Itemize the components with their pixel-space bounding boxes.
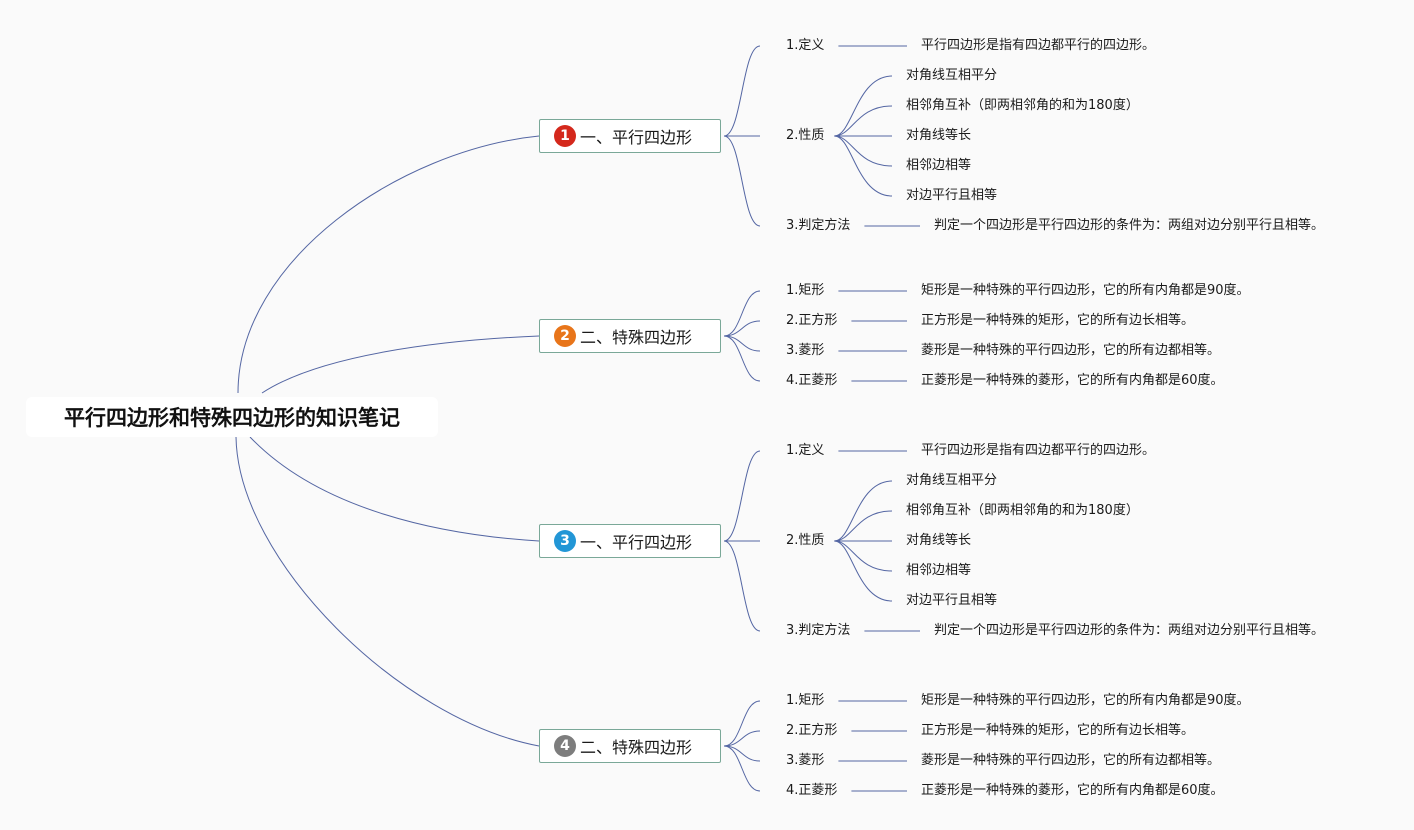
subtopic-label[interactable]: 3.菱形 [786, 343, 825, 358]
detail-connector [834, 540, 893, 572]
subtopic-label[interactable]: 4.正菱形 [786, 373, 838, 388]
branch-title: 一、平行四边形 [580, 533, 693, 552]
detail-text[interactable]: 对边平行且相等 [906, 593, 998, 608]
branch-connector-3-3 [723, 540, 761, 632]
detail-text[interactable]: 判定一个四边形是平行四边形的条件为：两组对边分别平行且相等。 [934, 623, 1325, 638]
branch-connector-1-1 [723, 45, 761, 137]
detail-connector [834, 75, 893, 137]
root-connector-3 [249, 436, 540, 542]
detail-text[interactable]: 正方形是一种特殊的矩形，它的所有边长相等。 [921, 723, 1195, 738]
detail-text[interactable]: 矩形是一种特殊的平行四边形，它的所有内角都是90度。 [921, 283, 1250, 298]
branch-title: 二、特殊四边形 [580, 328, 693, 347]
detail-connector [834, 510, 893, 542]
detail-text[interactable]: 相邻角互补（即两相邻角的和为180度） [906, 503, 1139, 518]
detail-connector [834, 135, 893, 167]
subtopic-label[interactable]: 3.菱形 [786, 753, 825, 768]
detail-text[interactable]: 平行四边形是指有四边都平行的四边形。 [921, 38, 1156, 53]
root-connector-4 [235, 436, 540, 747]
root-topic[interactable]: 平行四边形和特殊四边形的知识笔记 [26, 397, 438, 437]
branch-connector-1-3 [723, 135, 761, 227]
subtopic-label[interactable]: 2.性质 [786, 128, 825, 143]
detail-text[interactable]: 矩形是一种特殊的平行四边形，它的所有内角都是90度。 [921, 693, 1250, 708]
branch-connector-4-4 [723, 745, 761, 792]
detail-text[interactable]: 对角线等长 [906, 533, 972, 548]
subtopic-label[interactable]: 2.正方形 [786, 313, 838, 328]
subtopic-label[interactable]: 2.正方形 [786, 723, 838, 738]
branch-number-badge: 4 [554, 735, 576, 757]
detail-text[interactable]: 正方形是一种特殊的矩形，它的所有边长相等。 [921, 313, 1195, 328]
branch-number-badge: 3 [554, 530, 576, 552]
root-topic-label: 平行四边形和特殊四边形的知识笔记 [64, 406, 400, 430]
detail-text[interactable]: 判定一个四边形是平行四边形的条件为：两组对边分别平行且相等。 [934, 218, 1325, 233]
detail-text[interactable]: 对角线互相平分 [906, 473, 998, 488]
branch-connector-3-1 [723, 450, 761, 542]
branch-connector-2-4 [723, 335, 761, 382]
detail-text[interactable]: 平行四边形是指有四边都平行的四边形。 [921, 443, 1156, 458]
subtopic-label[interactable]: 1.矩形 [786, 283, 825, 298]
root-connector-2 [261, 335, 540, 394]
subtopic-label[interactable]: 3.判定方法 [786, 623, 851, 638]
detail-connector [834, 540, 893, 602]
detail-text[interactable]: 相邻角互补（即两相邻角的和为180度） [906, 98, 1139, 113]
branch-number-badge: 2 [554, 325, 576, 347]
detail-connector [834, 105, 893, 137]
branch-connector-4-1 [723, 700, 761, 747]
branch-connector-2-3 [723, 335, 761, 352]
detail-text[interactable]: 正菱形是一种特殊的菱形，它的所有内角都是60度。 [921, 783, 1224, 798]
branch-title: 二、特殊四边形 [580, 738, 693, 757]
branch-connector-4-2 [723, 730, 761, 747]
branch-title: 一、平行四边形 [580, 128, 693, 147]
branch-connector-2-1 [723, 290, 761, 337]
subtopic-label[interactable]: 1.矩形 [786, 693, 825, 708]
detail-connector [834, 135, 893, 197]
root-connector-1 [237, 135, 540, 394]
detail-text[interactable]: 对角线互相平分 [906, 68, 998, 83]
detail-text[interactable]: 正菱形是一种特殊的菱形，它的所有内角都是60度。 [921, 373, 1224, 388]
detail-connector [834, 480, 893, 542]
subtopic-label[interactable]: 1.定义 [786, 38, 825, 53]
detail-text[interactable]: 菱形是一种特殊的平行四边形，它的所有边都相等。 [921, 753, 1221, 768]
branch-connector-2-2 [723, 320, 761, 337]
subtopic-label[interactable]: 1.定义 [786, 443, 825, 458]
detail-text[interactable]: 对角线等长 [906, 128, 972, 143]
branch-connector-4-3 [723, 745, 761, 762]
branch-number-badge: 1 [554, 125, 576, 147]
subtopic-label[interactable]: 4.正菱形 [786, 783, 838, 798]
detail-text[interactable]: 菱形是一种特殊的平行四边形，它的所有边都相等。 [921, 343, 1221, 358]
detail-text[interactable]: 对边平行且相等 [906, 188, 998, 203]
detail-text[interactable]: 相邻边相等 [906, 563, 972, 578]
subtopic-label[interactable]: 2.性质 [786, 533, 825, 548]
subtopic-label[interactable]: 3.判定方法 [786, 218, 851, 233]
detail-text[interactable]: 相邻边相等 [906, 158, 972, 173]
